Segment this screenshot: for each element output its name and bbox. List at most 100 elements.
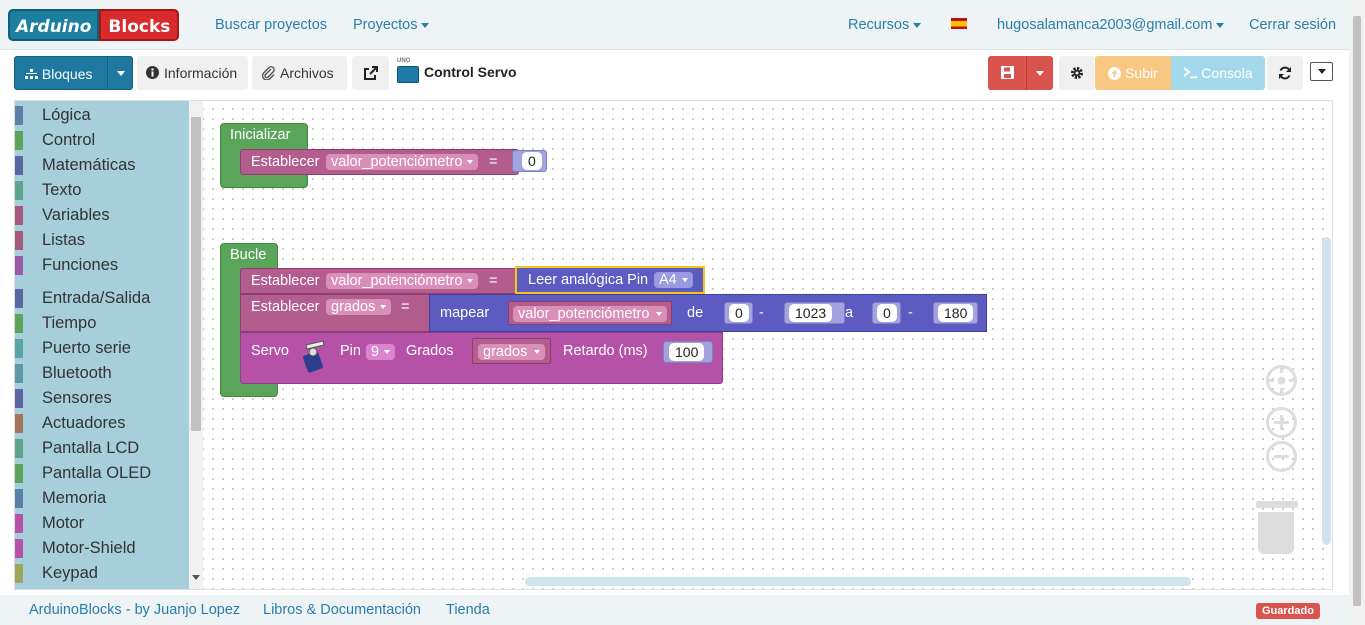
pin-dropdown[interactable]: A4	[654, 272, 693, 288]
set-variable-block[interactable]: Establecer valor_potenciómetro =	[240, 149, 519, 175]
arduino-uno-board-icon: UNO	[397, 58, 419, 83]
console-button[interactable]: Consola	[1171, 56, 1265, 90]
toolbox-category[interactable]: Variables	[15, 205, 185, 226]
analog-read-label: Leer analógica Pin	[528, 272, 649, 288]
footer-brand-link[interactable]: ArduinoBlocks - by Juanjo Lopez	[29, 602, 241, 618]
resources-menu[interactable]: Recursos	[848, 17, 922, 33]
chevron-down-icon	[467, 279, 474, 283]
scroll-down-arrow-icon[interactable]	[192, 575, 200, 580]
variable-dropdown[interactable]: valor_potenciómetro	[326, 154, 479, 170]
workspace-vertical-scrollbar[interactable]	[1322, 237, 1331, 545]
category-color-bar	[15, 289, 23, 308]
variable-name: valor_potenciómetro	[331, 154, 463, 170]
workspace-horizontal-scrollbar[interactable]	[525, 577, 1191, 586]
page-scroll-thumb[interactable]	[1353, 16, 1361, 606]
variable-dropdown[interactable]: valor_potenciómetro	[326, 273, 479, 289]
set-variable-block-2[interactable]: Establecer valor_potenciómetro =	[240, 268, 520, 294]
set-variable-block-3[interactable]: Establecer grados =	[240, 294, 430, 332]
variable-dropdown[interactable]: grados	[478, 344, 546, 360]
toolbox-category[interactable]: Funciones	[15, 255, 185, 276]
projects-menu[interactable]: Proyectos	[353, 17, 430, 33]
books-docs-link[interactable]: Libros & Documentación	[263, 602, 421, 618]
toolbox-category-label: Keypad	[42, 564, 98, 582]
variable-dropdown[interactable]: grados	[326, 299, 392, 315]
settings-button[interactable]	[1059, 56, 1094, 90]
variable-dropdown[interactable]: valor_potenciómetro	[513, 306, 668, 322]
number-block[interactable]: 0	[512, 150, 547, 172]
projects-menu-label: Proyectos	[353, 17, 418, 33]
save-dropdown-toggle[interactable]	[1026, 56, 1053, 90]
more-options-dropdown[interactable]	[1310, 62, 1333, 81]
toolbox-category[interactable]: Puerto serie	[15, 338, 185, 359]
servo-block[interactable]: Servo Pin 9 Grados grados Retardo (ms) 1…	[240, 332, 723, 384]
toolbox-category[interactable]: Keypad	[15, 563, 185, 584]
toolbox-scroll-thumb[interactable]	[191, 117, 201, 431]
toolbox-category[interactable]: Pantalla OLED	[15, 463, 185, 484]
toolbox-category[interactable]: Bluetooth	[15, 363, 185, 384]
number-block[interactable]: 0	[872, 302, 901, 324]
toolbox-category[interactable]: Texto	[15, 180, 185, 201]
number-value[interactable]: 0	[877, 304, 897, 322]
toolbox-category[interactable]: Memoria	[15, 488, 185, 509]
number-value[interactable]: 0	[522, 152, 542, 170]
recenter-icon[interactable]	[1266, 365, 1297, 396]
servo-label: Servo	[251, 343, 289, 359]
toolbox-category[interactable]: Actuadores	[15, 413, 185, 434]
toolbox-scrollbar[interactable]	[189, 101, 203, 589]
files-button[interactable]: Archivos	[252, 56, 347, 90]
toolbox-category[interactable]: Listas	[15, 230, 185, 251]
info-button[interactable]: Información	[137, 56, 248, 90]
number-value[interactable]: 100	[669, 343, 705, 361]
number-block[interactable]: 100	[663, 341, 713, 363]
toolbox-category[interactable]: Matemáticas	[15, 155, 185, 176]
logout-link[interactable]: Cerrar sesión	[1249, 17, 1337, 33]
category-color-bar	[15, 364, 23, 383]
number-block[interactable]: 1023	[784, 302, 845, 324]
toolbox-category[interactable]: Motor-Shield	[15, 538, 185, 559]
save-button[interactable]	[988, 56, 1053, 90]
user-menu[interactable]: hugosalamanca2003@gmail.com	[997, 17, 1225, 33]
board-name: UNO	[397, 58, 411, 64]
toolbox-category[interactable]: Motor	[15, 513, 185, 534]
chevron-down-icon	[1036, 71, 1044, 76]
number-block[interactable]: 180	[933, 302, 978, 324]
blocks-dropdown-toggle[interactable]	[107, 57, 133, 89]
sitemap-icon	[25, 69, 38, 79]
toolbox-category[interactable]: Control	[15, 130, 185, 151]
variable-get-block[interactable]: grados	[472, 338, 552, 364]
loop-block-title: Bucle	[230, 247, 267, 263]
number-value[interactable]: 180	[938, 304, 974, 322]
number-value[interactable]: 0	[729, 304, 749, 322]
project-toolbar: Bloques Información Archivos UNO Control…	[0, 50, 1365, 96]
number-block[interactable]: 0	[724, 302, 753, 324]
info-icon	[146, 56, 159, 90]
search-projects-link[interactable]: Buscar proyectos	[215, 17, 328, 33]
toolbox-category-label: Funciones	[42, 256, 119, 274]
zoom-in-icon[interactable]	[1266, 407, 1297, 438]
share-button[interactable]	[352, 56, 389, 90]
analog-read-block[interactable]: Leer analógica Pin A4	[515, 266, 705, 294]
upload-button[interactable]: Subir	[1095, 56, 1171, 90]
page-scrollbar[interactable]	[1349, 0, 1365, 625]
toolbox-category[interactable]: Sensores	[15, 388, 185, 409]
toolbox-category[interactable]: Lógica	[15, 105, 185, 126]
category-color-bar	[15, 489, 23, 508]
toolbox-category[interactable]: Tiempo	[15, 313, 185, 334]
trash-can-icon[interactable]	[1258, 512, 1294, 554]
toolbox-category[interactable]: Pantalla LCD	[15, 438, 185, 459]
refresh-button[interactable]	[1267, 56, 1303, 90]
shop-link[interactable]: Tienda	[446, 602, 490, 618]
spain-flag-icon[interactable]	[951, 18, 967, 29]
toolbox-category-label: Texto	[42, 181, 82, 199]
toolbox-category[interactable]: Entrada/Salida	[15, 288, 185, 309]
floppy-disk-icon	[1001, 66, 1014, 79]
servo-pin-dropdown[interactable]: 9	[366, 344, 396, 360]
variable-get-block[interactable]: valor_potenciómetro	[508, 301, 673, 325]
zoom-out-icon[interactable]	[1266, 441, 1297, 472]
blocks-button[interactable]: Bloques	[14, 56, 133, 90]
number-value[interactable]: 1023	[789, 304, 833, 322]
trash-lid-icon[interactable]	[1256, 501, 1298, 508]
map-block[interactable]: mapear valor_potenciómetro de 0 - 1023 a…	[429, 294, 987, 332]
